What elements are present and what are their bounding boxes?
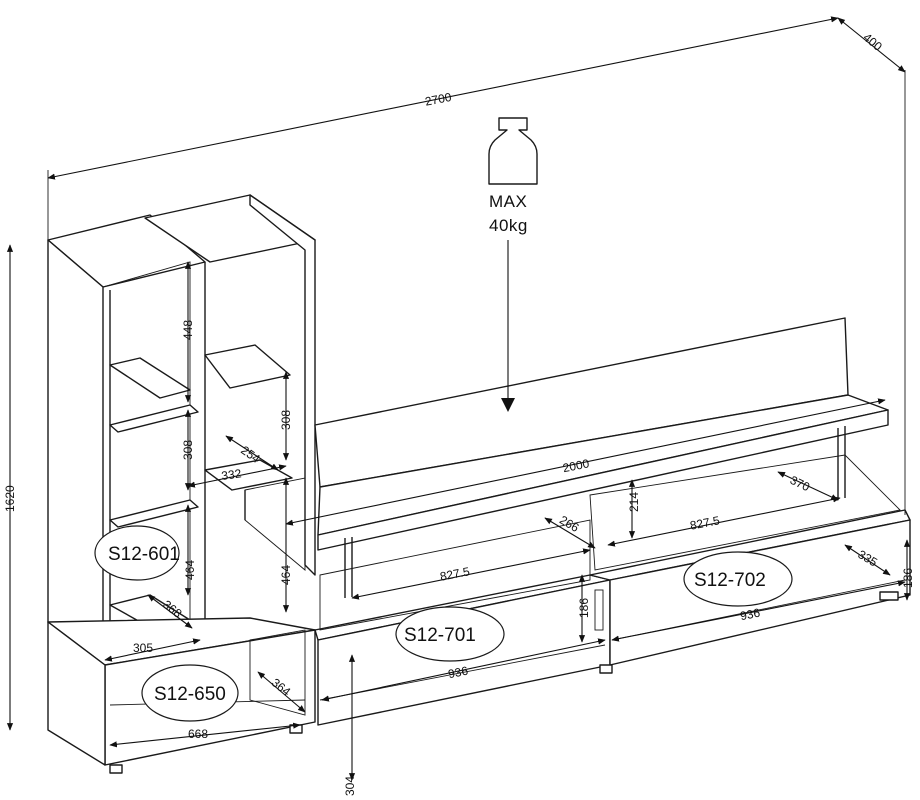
dim-drawer-height-right: 186 [901,568,915,588]
dim-overall-width: 2700 [424,90,453,109]
module-label-tv-right: S12-702 [694,570,766,591]
dim-top-board-depth: 370 [788,473,812,494]
dim-drawer-height-left: 186 [577,598,591,618]
dim-overall-depth: 400 [860,30,885,54]
dim-bottom-clearance: 304 [343,776,357,796]
dim-tv-inner-depth: 266 [557,513,582,535]
dim-tower-shelf-upper: 448 [181,320,195,340]
dim-top-board-width: 2000 [562,456,591,475]
dim-tower-width: 305 [133,641,153,655]
max-weight-value: 40kg [489,216,528,235]
dim-tower-shelf-middle: 308 [181,440,195,460]
dim-overall-height: 1620 [3,485,17,512]
dim-open-shelf-upper: 308 [279,410,293,430]
dim-base-width: 668 [188,727,208,741]
max-label: MAX [489,192,527,211]
weight-icon [488,117,538,185]
dimension-lines: 2700 400 1620 448 308 464 368 305 308 46… [3,16,915,796]
dim-open-shelf-width: 332 [220,466,242,483]
dim-tv-inner-width-right: 827.5 [689,513,721,533]
open-shelf-unit [144,194,316,576]
dim-open-shelf-lower: 464 [279,565,293,585]
badge-tower: S12-601 [94,525,180,581]
badge-base: S12-650 [141,664,239,722]
tall-tower-cabinet [47,214,206,661]
dim-tv-inner-width-left: 827.5 [439,564,471,584]
badge-tv-left: S12-701 [395,606,505,662]
dim-tv-gap-height: 214 [627,492,641,512]
module-label-tv-left: S12-701 [404,625,476,646]
module-label-base: S12-650 [154,684,226,705]
dim-tv-right-module: 936 [739,606,762,624]
dim-tv-left-module: 936 [447,664,470,682]
module-label-tower: S12-601 [108,544,180,565]
dim-tower-shelf-lower: 464 [183,560,197,580]
badge-tv-right: S12-702 [683,551,793,607]
